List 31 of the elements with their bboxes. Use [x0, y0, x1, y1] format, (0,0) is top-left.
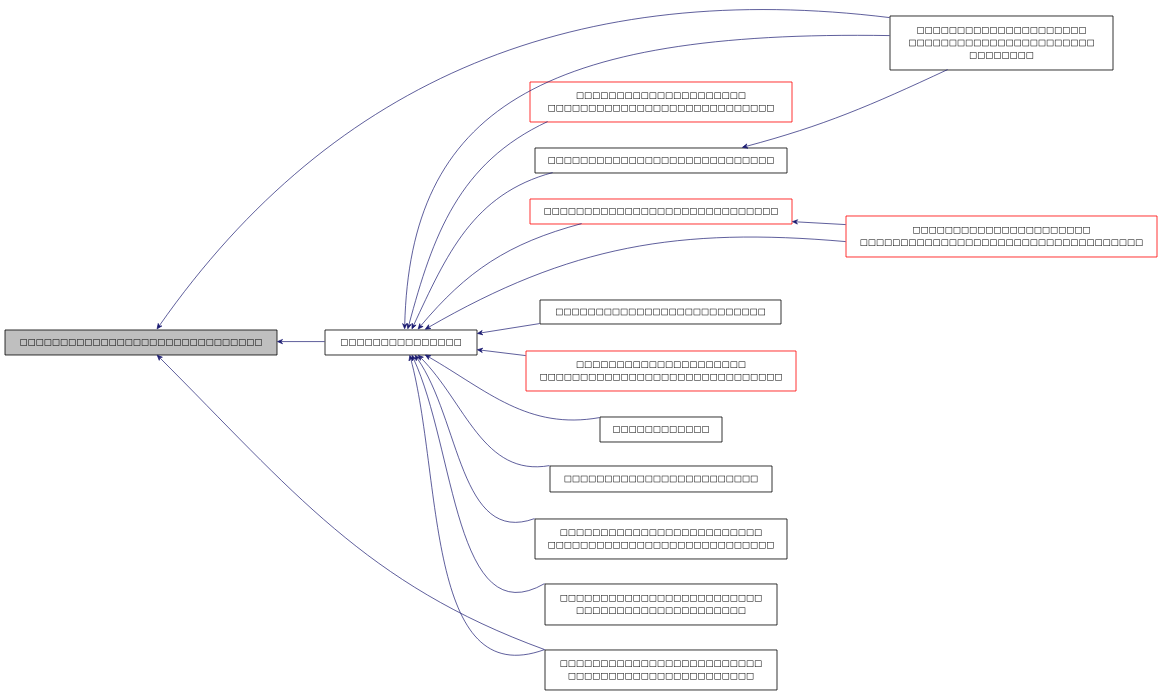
- arrow: [417, 223, 582, 330]
- class-box: □□□□□□□□□□□□□□□□□□□□□ □□□□□□□□□□□□□□□□□□□□□□□ □□□□□□□□: [889, 15, 1114, 71]
- arrow: [402, 35, 890, 330]
- class-box: □□□□□□□□□□□□: [599, 416, 723, 443]
- arrow: [417, 354, 550, 468]
- arrow: [792, 219, 846, 225]
- class-box: □□□□□□□□□□□□□□□□□□□□□□□□□□□□□: [529, 198, 793, 225]
- arrow: [411, 355, 545, 593]
- class-box: □□□□□□□□□□□□□□□□□□□□□□□□: [549, 465, 773, 493]
- arrow: [425, 354, 600, 421]
- arrow: [477, 347, 526, 356]
- class-box: □□□□□□□□□□□□□□□: [324, 329, 478, 356]
- arrow: [406, 121, 548, 330]
- class-box: □□□□□□□□□□□□□□□□□□□□□□□□□ □□□□□□□□□□□□□□□□□□□□□□□: [544, 649, 778, 691]
- arrow: [742, 69, 948, 149]
- class-box: □□□□□□□□□□□□□□□□□□□□□□ □□□□□□□□□□□□□□□□□□□□□□□□□□□□□□□□□□□: [845, 215, 1158, 258]
- class-box: □□□□□□□□□□□□□□□□□□□□□□□□□□□□□□: [4, 329, 278, 356]
- arrow: [408, 355, 545, 656]
- class-box: □□□□□□□□□□□□□□□□□□□□□□□□□ □□□□□□□□□□□□□□□□□□□□□□□□□□□□: [534, 518, 788, 560]
- class-box: □□□□□□□□□□□□□□□□□□□□□□□□□□□□: [534, 147, 788, 174]
- class-box: □□□□□□□□□□□□□□□□□□□□□□□□□ □□□□□□□□□□□□□□□□□□□□□: [544, 583, 778, 626]
- arrow: [477, 323, 540, 336]
- class-box: □□□□□□□□□□□□□□□□□□□□□□□□□□: [539, 299, 782, 325]
- arrow: [425, 236, 846, 330]
- class-box: □□□□□□□□□□□□□□□□□□□□□ □□□□□□□□□□□□□□□□□□□□□□□□□□□□: [529, 81, 793, 123]
- arrow: [156, 9, 890, 330]
- arrow: [277, 339, 325, 345]
- arrow: [414, 354, 535, 523]
- arrow: [411, 172, 553, 330]
- arrow: [156, 354, 545, 650]
- class-box: □□□□□□□□□□□□□□□□□□□□□ □□□□□□□□□□□□□□□□□□□□□□□□□□□□□□: [525, 350, 797, 392]
